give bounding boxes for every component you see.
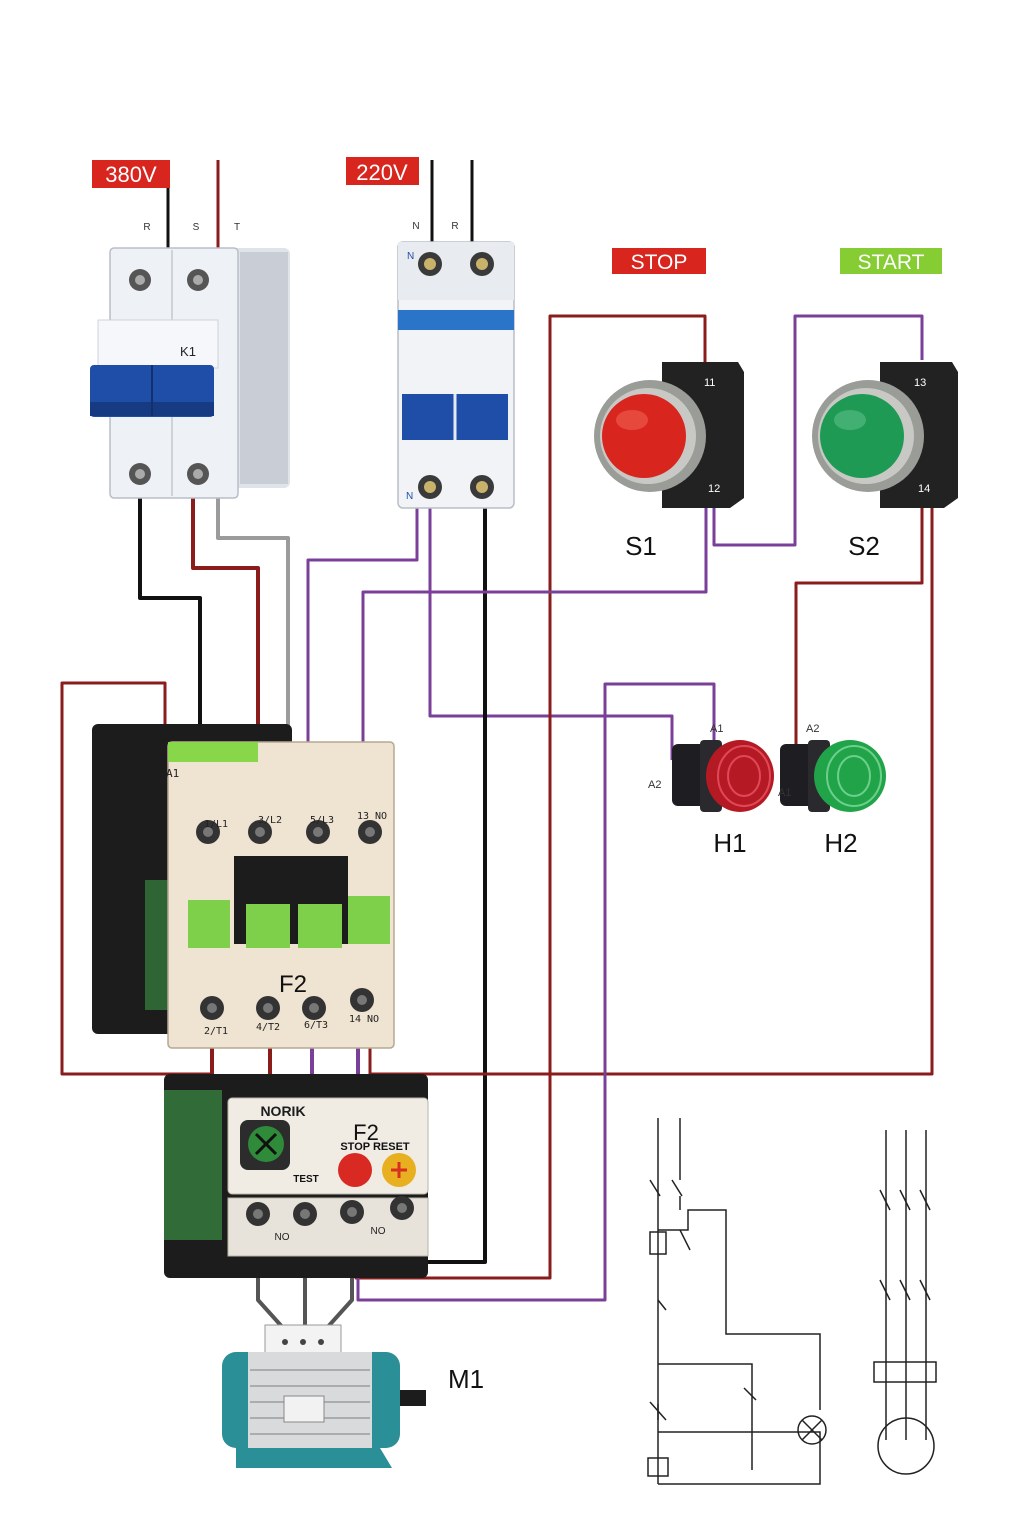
stop-button-term-bottom: 12 [708, 483, 720, 495]
lamp-h2-name: H2 [824, 828, 857, 858]
contactor: A1 1/L1 3/L2 5/L3 13 NO F2 2/T1 4/T2 6/T… [92, 724, 395, 1049]
stop-button-term-top: 11 [704, 377, 715, 389]
start-button-cap[interactable] [820, 394, 904, 478]
main-breaker: K1 [90, 247, 290, 499]
start-button-term-top: 13 [914, 377, 926, 389]
control-breaker: N N [397, 241, 515, 509]
contactor-bottom-term-1: 2/T1 [204, 1026, 228, 1037]
contactor-coil-label: A1 [166, 767, 179, 780]
motor: M1 [222, 1324, 484, 1468]
overload-test-label: TEST [293, 1174, 319, 1185]
overload-brand: NORIK [260, 1103, 305, 1119]
overload-contact-label-1: NO [275, 1232, 290, 1243]
stop-button-cap[interactable] [602, 394, 686, 478]
supply-220v-label: 220V [356, 160, 408, 185]
contactor-top-term-2: 3/L2 [258, 815, 282, 826]
contactor-top-term-1: 1/L1 [204, 819, 228, 830]
stop-button-tag: STOP [631, 251, 688, 274]
terminal-t-label: T [234, 222, 240, 233]
overload-relay: NORIK F2 STOP RESET TEST NO NO [164, 1074, 429, 1278]
terminal-r-label: R [143, 222, 150, 233]
lamp-h2-term-a: A2 [806, 723, 819, 735]
start-button-tag: START [858, 251, 925, 274]
start-button-term-bottom: 14 [918, 483, 930, 495]
start-button-name: S2 [848, 531, 880, 561]
terminal-s-label: S [193, 222, 200, 233]
contactor-bottom-term-4: 14 NO [349, 1014, 379, 1025]
lamp-h1-term-a: A1 [710, 723, 723, 735]
lamp-h2: A2 A1 H2 [778, 723, 886, 858]
overload-name: F2 [353, 1120, 379, 1145]
lamp-h1-term-b: A2 [648, 779, 661, 791]
motor-name: M1 [448, 1364, 484, 1394]
contactor-name: F2 [279, 971, 307, 998]
start-button[interactable]: START 13 14 S2 [812, 248, 958, 561]
main-breaker-name: K1 [180, 344, 196, 359]
supply-380v-label: 380V [105, 162, 157, 187]
wires [60, 160, 934, 1332]
lamp-h1: A1 A2 H1 [648, 723, 774, 858]
lamp-h1-name: H1 [713, 828, 746, 858]
terminal-r2-label: R [451, 221, 458, 232]
stop-button[interactable]: STOP 11 12 S1 [594, 248, 744, 561]
power-schematic [873, 1130, 937, 1475]
overload-stop-reset-label: STOP RESET [340, 1141, 410, 1153]
terminal-n-label: N [412, 221, 419, 232]
contactor-top-term-3: 5/L3 [310, 815, 334, 826]
supply-220v: 220V N R [346, 157, 459, 232]
contactor-bottom-term-2: 4/T2 [256, 1022, 280, 1033]
lamp-h2-term-b: A1 [778, 787, 791, 799]
stop-button-name: S1 [625, 531, 657, 561]
contactor-top-term-4: 13 NO [357, 811, 387, 822]
control-schematic [647, 1118, 827, 1485]
supply-380v: 380V R S T [92, 160, 240, 233]
overload-stop-button[interactable] [338, 1153, 372, 1187]
contactor-bottom-term-3: 6/T3 [304, 1020, 328, 1031]
control-breaker-terminal-bottom: N [406, 491, 413, 502]
control-breaker-terminal-top: N [407, 251, 414, 262]
overload-contact-label-2: NO [371, 1226, 386, 1237]
